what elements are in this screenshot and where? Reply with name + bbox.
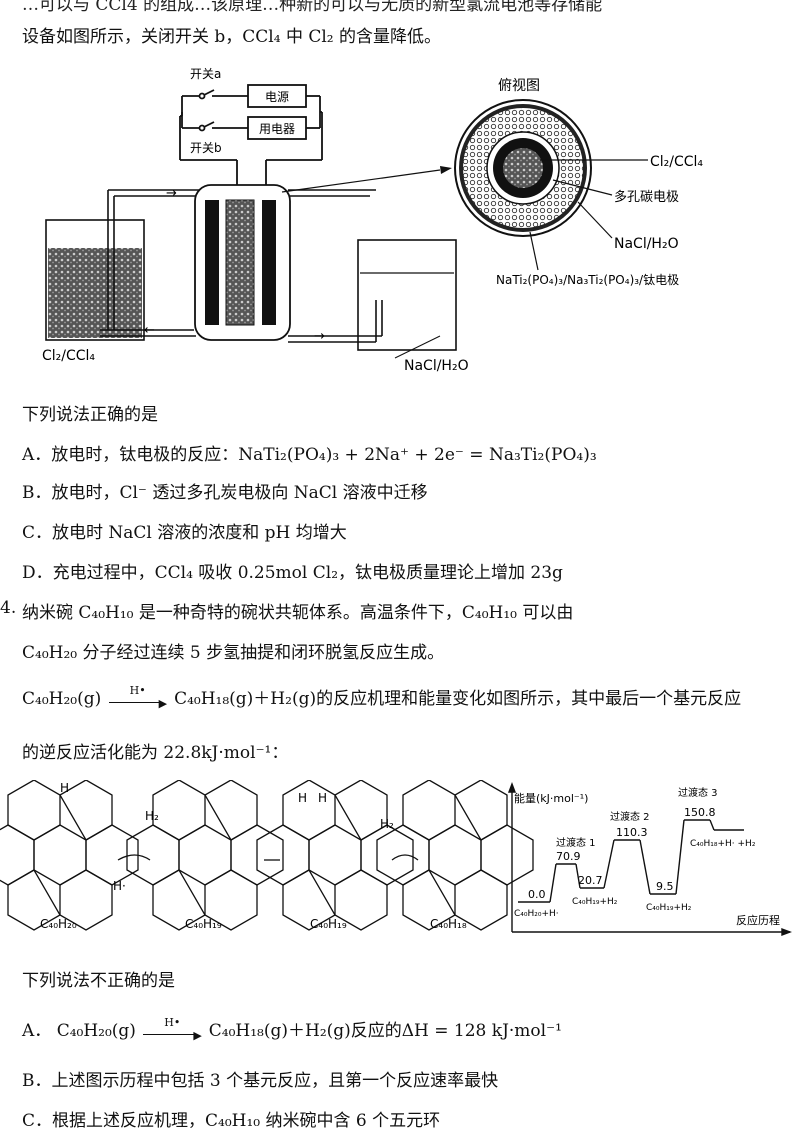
energy-ts1: 过渡态 1 bbox=[556, 836, 596, 849]
mech-h2-2: H₂ bbox=[380, 817, 394, 831]
q2-line2: C₄₀H₂₀ 分子经过连续 5 步氢抽提和闭环脱氢反应生成。 bbox=[22, 643, 445, 663]
mech-hdot: H· bbox=[113, 879, 126, 893]
mechanism-figure: H₂ H· H₂ H H H C₄₀H₂₀ C₄₀H₁₉ C₄₀H₁₉ C₄₀H… bbox=[0, 780, 792, 937]
energy-ts3: 过渡态 3 bbox=[678, 786, 718, 799]
mech-label-1: C₄₀H₂₀ bbox=[40, 917, 77, 931]
eq-products: C₄₀H₁₈(g)＋H₂(g)的反应机理和能量变化如图所示，其中最后一个基元反应 bbox=[174, 689, 742, 709]
mech-label-2: C₄₀H₁₉ bbox=[185, 917, 222, 931]
energy-diagram bbox=[507, 782, 792, 937]
q1-option-c: C．放电时 NaCl 溶液的浓度和 pH 均增大 bbox=[22, 523, 347, 543]
mech-h2-1: H₂ bbox=[145, 809, 159, 823]
top-view-label: 俯视图 bbox=[498, 78, 540, 94]
flow-arrow-3: → bbox=[314, 329, 325, 344]
molecule-2 bbox=[126, 780, 284, 931]
mech-label-4: C₄₀H₁₈ bbox=[430, 917, 467, 931]
energy-s3: C₄₀H₁₈+H· +H₂ bbox=[690, 839, 756, 849]
energy-y-label: 能量(kJ·mol⁻¹) bbox=[514, 791, 588, 805]
flow-arrow-1: → bbox=[166, 186, 177, 201]
mech-h-2: H bbox=[298, 791, 307, 805]
q2-line4: 的逆反应活化能为 22.8kJ·mol⁻¹： bbox=[22, 743, 289, 763]
q2-option-a: A． C₄₀H₂₀(g) H•▶ C₄₀H₁₈(g)＋H₂(g)反应的ΔH = … bbox=[22, 1016, 562, 1042]
q2-line1: 纳米碗 C₄₀H₁₀ 是一种奇特的碗状共轭体系。高温条件下，C₄₀H₁₀ 可以由 bbox=[22, 603, 574, 623]
pipes bbox=[100, 189, 383, 343]
q1-option-d: D．充电过程中，CCl₄ 吸收 0.25mol Cl₂，钛电极质量理论上增加 2… bbox=[22, 563, 563, 583]
question-number: 4. bbox=[0, 598, 17, 618]
label-titanium-electrode: NaTi₂(PO₄)₃/Na₃Ti₂(PO₄)₃/钛电极 bbox=[496, 272, 679, 287]
label-cl2-ccl4: Cl₂/CCl₄ bbox=[650, 154, 703, 170]
energy-v4: 9.5 bbox=[656, 880, 674, 893]
q2-a-reactant: C₄₀H₂₀(g) bbox=[56, 1021, 136, 1041]
q1-option-b: B．放电时，Cl⁻ 透过多孔炭电极向 NaCl 溶液中迁移 bbox=[22, 483, 428, 503]
mech-label-3: C₄₀H₁₉ bbox=[310, 917, 347, 931]
intro-text: 设备如图所示，关闭开关 b，CCl₄ 中 Cl₂ 的含量降低。 bbox=[22, 27, 442, 47]
q2-equation-line: C₄₀H₂₀(g) H•▶ C₄₀H₁₈(g)＋H₂(g)的反应机理和能量变化如… bbox=[22, 684, 741, 710]
molecule-1 bbox=[0, 780, 139, 931]
q2-a-arrow: H•▶ bbox=[141, 1016, 203, 1042]
label-porous-electrode: 多孔碳电极 bbox=[614, 189, 679, 205]
left-beaker-label: Cl₂/CCl₄ bbox=[42, 348, 95, 364]
power-label: 电源 bbox=[265, 90, 289, 104]
energy-s1: C₄₀H₁₉+H₂ bbox=[572, 897, 618, 907]
molecule-3 bbox=[256, 780, 414, 931]
cell bbox=[194, 184, 291, 341]
circuit bbox=[179, 84, 323, 210]
left-beaker bbox=[45, 219, 145, 341]
switch-a-label: 开关a bbox=[190, 67, 221, 81]
appliance-label: 用电器 bbox=[259, 122, 295, 136]
apparatus-diagram: 开关a 开关b 电源 用电器 Cl₂/CCl₄ → ← → NaCl/H₂O bbox=[42, 67, 703, 374]
q2-stem: 下列说法不正确的是 bbox=[22, 971, 175, 991]
mech-h-1: H bbox=[60, 781, 69, 795]
right-beaker-label: NaCl/H₂O bbox=[404, 358, 469, 374]
q2-a-products: C₄₀H₁₈(g)＋H₂(g)反应的ΔH = 128 kJ·mol⁻¹ bbox=[208, 1021, 562, 1041]
energy-v5: 150.8 bbox=[684, 806, 716, 819]
eq-reactant: C₄₀H₂₀(g) bbox=[22, 689, 102, 709]
cut-off-line: …可以与 CCl4 的组成…该原理…种新的可以与无质的新型氯流电池等存储能 bbox=[22, 0, 603, 15]
arrow-3 bbox=[391, 854, 419, 861]
energy-v2: 20.7 bbox=[578, 874, 603, 887]
molecule-4 bbox=[376, 780, 534, 931]
q1-stem: 下列说法正确的是 bbox=[22, 405, 158, 425]
energy-s0: C₄₀H₂₀+H· bbox=[514, 909, 559, 919]
q2-option-b: B．上述图示历程中包括 3 个基元反应，且第一个反应速率最快 bbox=[22, 1071, 499, 1091]
energy-ts2: 过渡态 2 bbox=[610, 810, 650, 823]
flow-arrow-2: ← bbox=[144, 323, 155, 338]
energy-x-label: 反应历程 bbox=[736, 913, 780, 927]
q2-a-letter: A． bbox=[22, 1021, 52, 1041]
right-beaker bbox=[357, 239, 457, 351]
q2-option-c: C．根据上述反应机理，C₄₀H₁₀ 纳米碗中含 6 个五元环 bbox=[22, 1111, 441, 1131]
energy-v1: 70.9 bbox=[556, 850, 581, 863]
energy-v3: 110.3 bbox=[616, 826, 648, 839]
top-view-rings bbox=[454, 99, 592, 237]
mech-h-3: H bbox=[318, 791, 327, 805]
reaction-arrow: H•▶ bbox=[107, 684, 169, 710]
energy-v0: 0.0 bbox=[528, 888, 546, 901]
label-nacl: NaCl/H₂O bbox=[614, 236, 679, 252]
arrow-1 bbox=[117, 854, 151, 861]
switch-b-label: 开关b bbox=[190, 141, 222, 155]
q1-option-a: A．放电时，钛电极的反应：NaTi₂(PO₄)₃ + 2Na⁺ + 2e⁻ = … bbox=[22, 445, 597, 465]
energy-s2: C₄₀H₁₉+H₂ bbox=[646, 903, 692, 913]
